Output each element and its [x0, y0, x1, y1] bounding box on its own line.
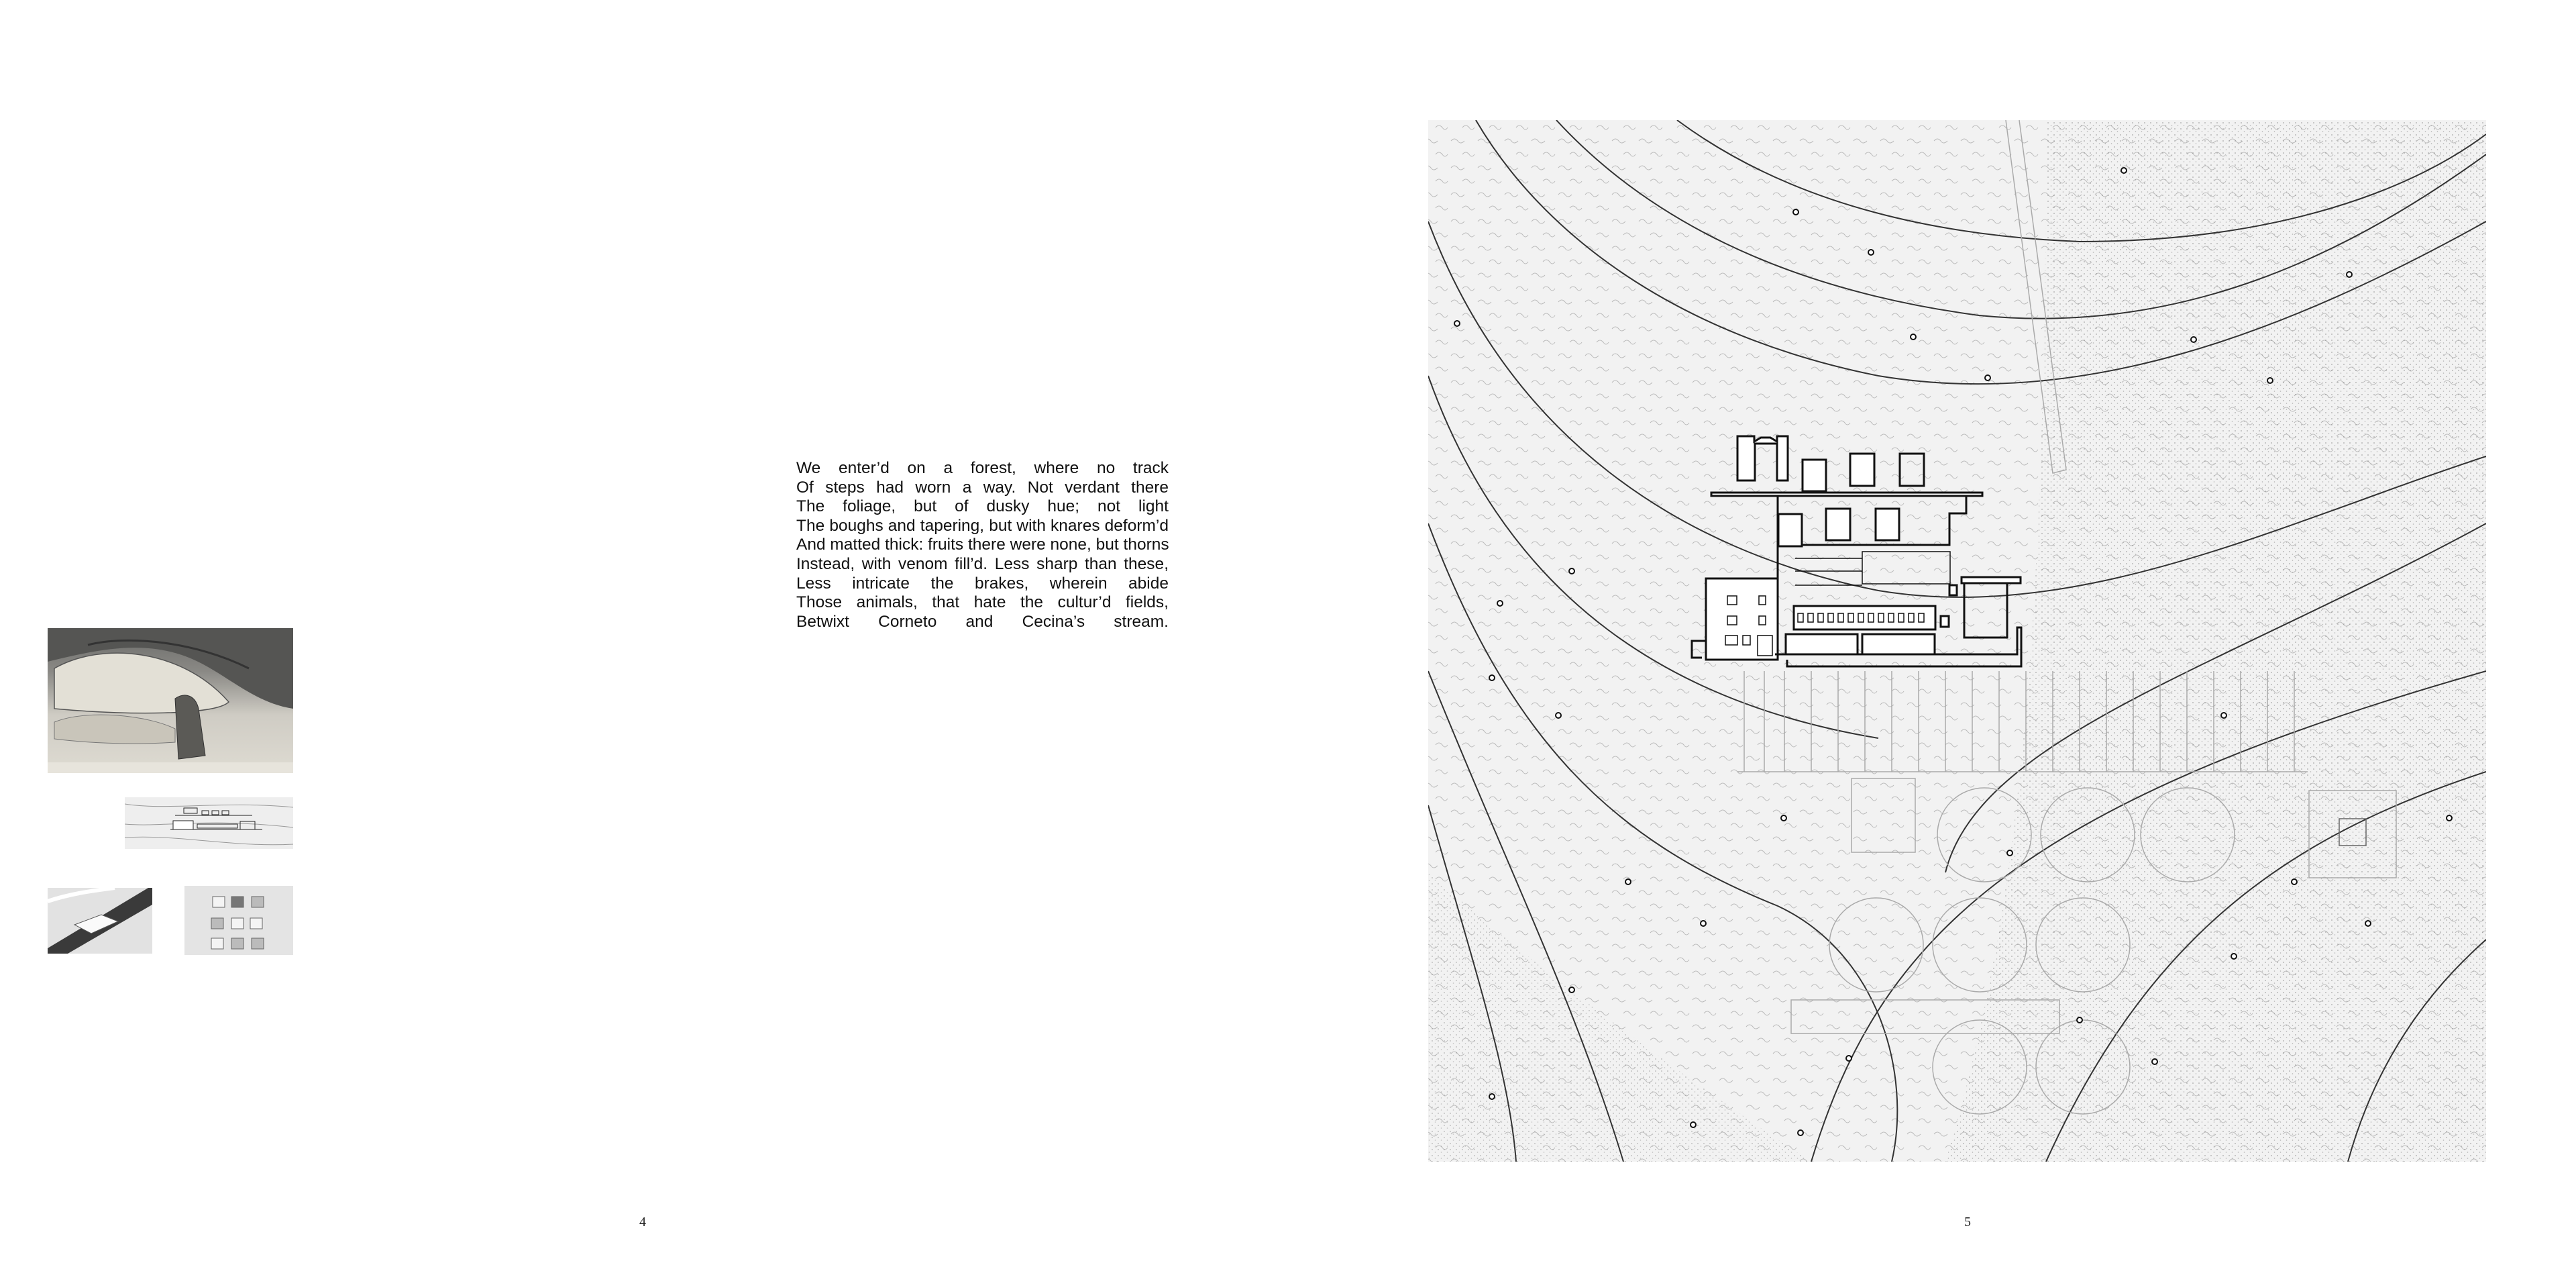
- poem-line: Instead, with venom fill’d. Less sharp t…: [796, 554, 1169, 573]
- poem-line: We enter’d on a forest, where no track: [796, 459, 1169, 477]
- engraving-image: [48, 628, 293, 773]
- poem-line: Those animals, that hate the cultur’d fi…: [796, 593, 1169, 612]
- poem-line: Less intricate the brakes, wherein abide: [796, 574, 1169, 593]
- poem-line: The boughs and tapering, but with knares…: [796, 516, 1169, 535]
- poem-text-block: We enter’d on a forest, where no track O…: [796, 459, 1169, 631]
- page-number-right: 5: [1964, 1215, 1971, 1229]
- poem-line: Of steps had worn a way. Not verdant the…: [796, 478, 1169, 497]
- axonometric-thumbnail: [48, 888, 152, 954]
- page-number-left: 4: [639, 1215, 646, 1229]
- building-plan: [1690, 435, 2023, 668]
- pavilion-grid-thumbnail: [184, 886, 293, 955]
- poem-line: The foliage, but of dusky hue; not light: [796, 497, 1169, 516]
- site-plan-drawing: [1428, 120, 2486, 1162]
- site-plan-thumbnail: [125, 797, 293, 849]
- poem-line: Betwixt Corneto and Cecina’s stream.: [796, 612, 1169, 631]
- poem-line: And matted thick: fruits there were none…: [796, 536, 1169, 554]
